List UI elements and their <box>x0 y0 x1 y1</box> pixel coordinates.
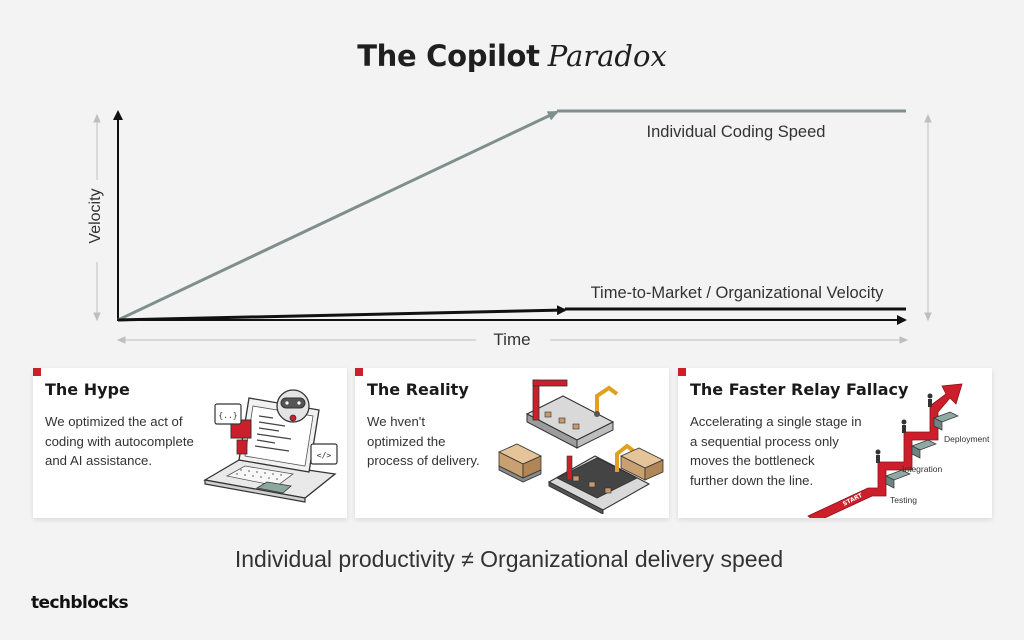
title-main: The Copilot <box>357 39 540 73</box>
svg-text:{..}: {..} <box>218 411 237 420</box>
title-italic: Paradox <box>547 39 667 73</box>
y-axis-label: Velocity <box>87 188 104 243</box>
card-marker <box>355 368 363 376</box>
stage-label-deployment: Deployment <box>944 434 990 444</box>
stage-label-testing: Testing <box>890 495 917 505</box>
velocity-bracket <box>93 113 101 322</box>
org-velocity-rise <box>117 305 567 322</box>
org-velocity-label: Time-to-Market / Organizational Velocity <box>591 284 885 302</box>
individual-speed-rise <box>117 110 559 322</box>
time-bracket <box>116 336 909 344</box>
svg-text:</>: </> <box>317 451 332 460</box>
bottom-tagline: Individual productivity ≠ Organizational… <box>234 546 784 572</box>
x-axis-label: Time <box>493 330 530 349</box>
card-reality: The Reality We hven't optimized the proc… <box>355 368 669 518</box>
card-title: The Faster Relay Fallacy <box>690 380 909 399</box>
individual-speed-label: Individual Coding Speed <box>647 123 826 141</box>
page-title: The Copilot Paradox <box>0 38 1024 75</box>
right-bracket <box>924 113 932 322</box>
card-body: Accelerating a single stage in a sequent… <box>690 414 862 488</box>
conveyor-illustration <box>498 379 664 514</box>
card-title: The Hype <box>45 380 130 399</box>
relay-stairs-illustration: START Deployment Integration Testing <box>807 383 990 518</box>
card-title: The Reality <box>367 380 469 399</box>
card-hype: The Hype We optimized the act of coding … <box>33 368 347 518</box>
techblocks-logo: techblocks <box>31 593 129 613</box>
card-marker <box>33 368 41 376</box>
card-marker <box>678 368 686 376</box>
card-body: We optimized the act of coding with auto… <box>45 414 194 468</box>
stage-label-integration: Integration <box>902 464 942 474</box>
velocity-diagram: Velocity Time Individual Coding Speed Ti… <box>87 109 932 349</box>
laptop-robot-illustration: {..} </> <box>203 389 338 503</box>
card-body: We hven't optimized the process of deliv… <box>367 414 480 468</box>
card-relay-fallacy: The Faster Relay Fallacy Accelerating a … <box>678 368 992 518</box>
